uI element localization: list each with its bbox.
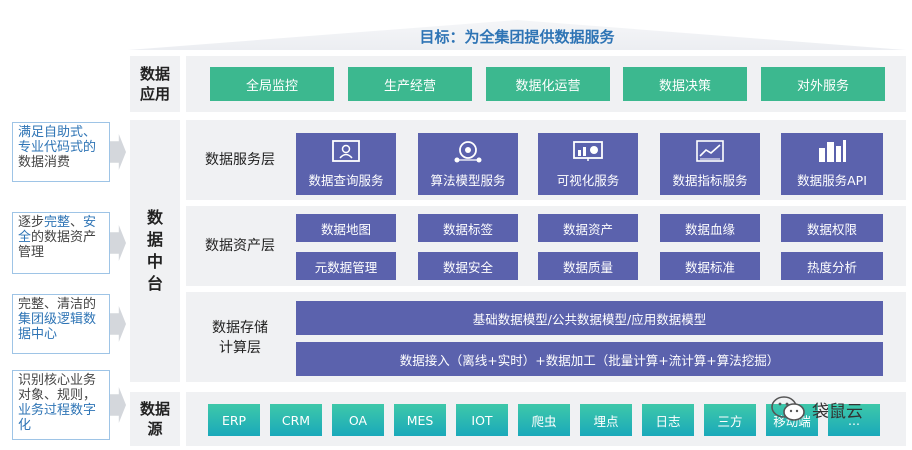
- note-data-center: 完整、清洁的集团级逻辑数据中心: [12, 294, 110, 354]
- watermark-text: 袋鼠云: [812, 401, 863, 422]
- goal-title: 目标：为全集团提供数据服务: [419, 28, 615, 46]
- source-item[interactable]: 三方: [704, 404, 756, 436]
- layer-title-storage: 数据存储 计算层: [212, 320, 268, 356]
- source-item[interactable]: CRM: [270, 404, 322, 436]
- service-api[interactable]: 数据服务API: [781, 133, 883, 195]
- note-text: 完整、清洁的: [18, 297, 97, 312]
- note-asset-management: 逐步完整、安全的数据资产管理: [12, 212, 110, 274]
- storage-pipeline-bar[interactable]: 数据接入（离线+实时）+数据加工（批量计算+流计算+算法挖掘）: [296, 342, 883, 376]
- asset-item[interactable]: 数据血缘: [660, 214, 760, 242]
- arrow-right-icon: [110, 134, 126, 170]
- service-query[interactable]: 数据查询服务: [296, 133, 396, 195]
- note-text: 、: [70, 215, 84, 230]
- asset-item[interactable]: 热度分析: [781, 252, 883, 280]
- visualization-icon: [572, 138, 604, 164]
- asset-item[interactable]: 数据标准: [660, 252, 760, 280]
- service-label: 数据服务API: [797, 173, 867, 188]
- lane-label-apps: 数据 应用: [130, 56, 180, 112]
- note-consumption: 满足自助式、专业代码式的数据消费: [12, 122, 110, 182]
- lane-label-source: 数据 源: [130, 392, 180, 446]
- service-label: 数据查询服务: [308, 173, 384, 188]
- note-digitization: 识别核心业务对象、规则，业务过程数字化: [12, 370, 110, 440]
- source-item[interactable]: MES: [394, 404, 446, 436]
- app-item[interactable]: 对外服务: [761, 67, 885, 101]
- source-item[interactable]: ERP: [208, 404, 260, 436]
- indicator-icon: [694, 138, 726, 164]
- arrow-right-icon: [110, 306, 126, 342]
- service-label: 算法模型服务: [430, 173, 506, 188]
- asset-item[interactable]: 元数据管理: [296, 252, 396, 280]
- asset-item[interactable]: 数据资产: [538, 214, 638, 242]
- source-item[interactable]: 埋点: [580, 404, 632, 436]
- source-item[interactable]: IOT: [456, 404, 508, 436]
- note-text-highlight: 完整: [44, 215, 71, 230]
- api-icon: [816, 138, 848, 164]
- layer-title-service: 数据服务层: [205, 152, 275, 168]
- note-text: 逐步: [18, 215, 45, 230]
- query-icon: [330, 138, 362, 164]
- service-visualization[interactable]: 可视化服务: [538, 133, 638, 195]
- source-item[interactable]: 爬虫: [518, 404, 570, 436]
- app-item[interactable]: 全局监控: [210, 67, 334, 101]
- asset-item[interactable]: 数据质量: [538, 252, 638, 280]
- note-text: 的数据资产管理: [18, 230, 97, 260]
- asset-item[interactable]: 数据标签: [418, 214, 518, 242]
- lane-label-platform: 数 据 中 台: [130, 120, 180, 382]
- algorithm-icon: [452, 138, 484, 164]
- watermark: 袋鼠云: [770, 395, 863, 423]
- storage-models-bar[interactable]: 基础数据模型/公共数据模型/应用数据模型: [296, 301, 883, 335]
- wechat-icon: [771, 396, 805, 421]
- service-algorithm[interactable]: 算法模型服务: [418, 133, 518, 195]
- app-item[interactable]: 数据化运营: [486, 67, 610, 101]
- source-item[interactable]: 日志: [642, 404, 694, 436]
- arrow-right-icon: [110, 387, 126, 423]
- arrow-right-icon: [110, 225, 126, 261]
- layer-title-asset: 数据资产层: [205, 238, 275, 254]
- note-text-highlight: 满足自助式、专业代码式的: [18, 125, 97, 155]
- asset-item[interactable]: 数据地图: [296, 214, 396, 242]
- service-label: 数据指标服务: [672, 173, 748, 188]
- note-text-highlight: 业务过程数字化: [18, 403, 97, 433]
- service-label: 可视化服务: [556, 173, 620, 188]
- note-text-highlight: 集团级逻辑数据中心: [18, 312, 97, 342]
- note-text-highlight: 安全: [18, 215, 97, 245]
- note-text: 数据消费: [18, 155, 71, 170]
- service-indicator[interactable]: 数据指标服务: [660, 133, 760, 195]
- app-item[interactable]: 生产经营: [348, 67, 472, 101]
- source-item[interactable]: ...: [828, 404, 880, 436]
- note-text: 识别核心业务对象、规则，: [18, 373, 97, 403]
- app-item[interactable]: 数据决策: [623, 67, 747, 101]
- asset-item[interactable]: 数据安全: [418, 252, 518, 280]
- source-item[interactable]: OA: [332, 404, 384, 436]
- asset-item[interactable]: 数据权限: [781, 214, 883, 242]
